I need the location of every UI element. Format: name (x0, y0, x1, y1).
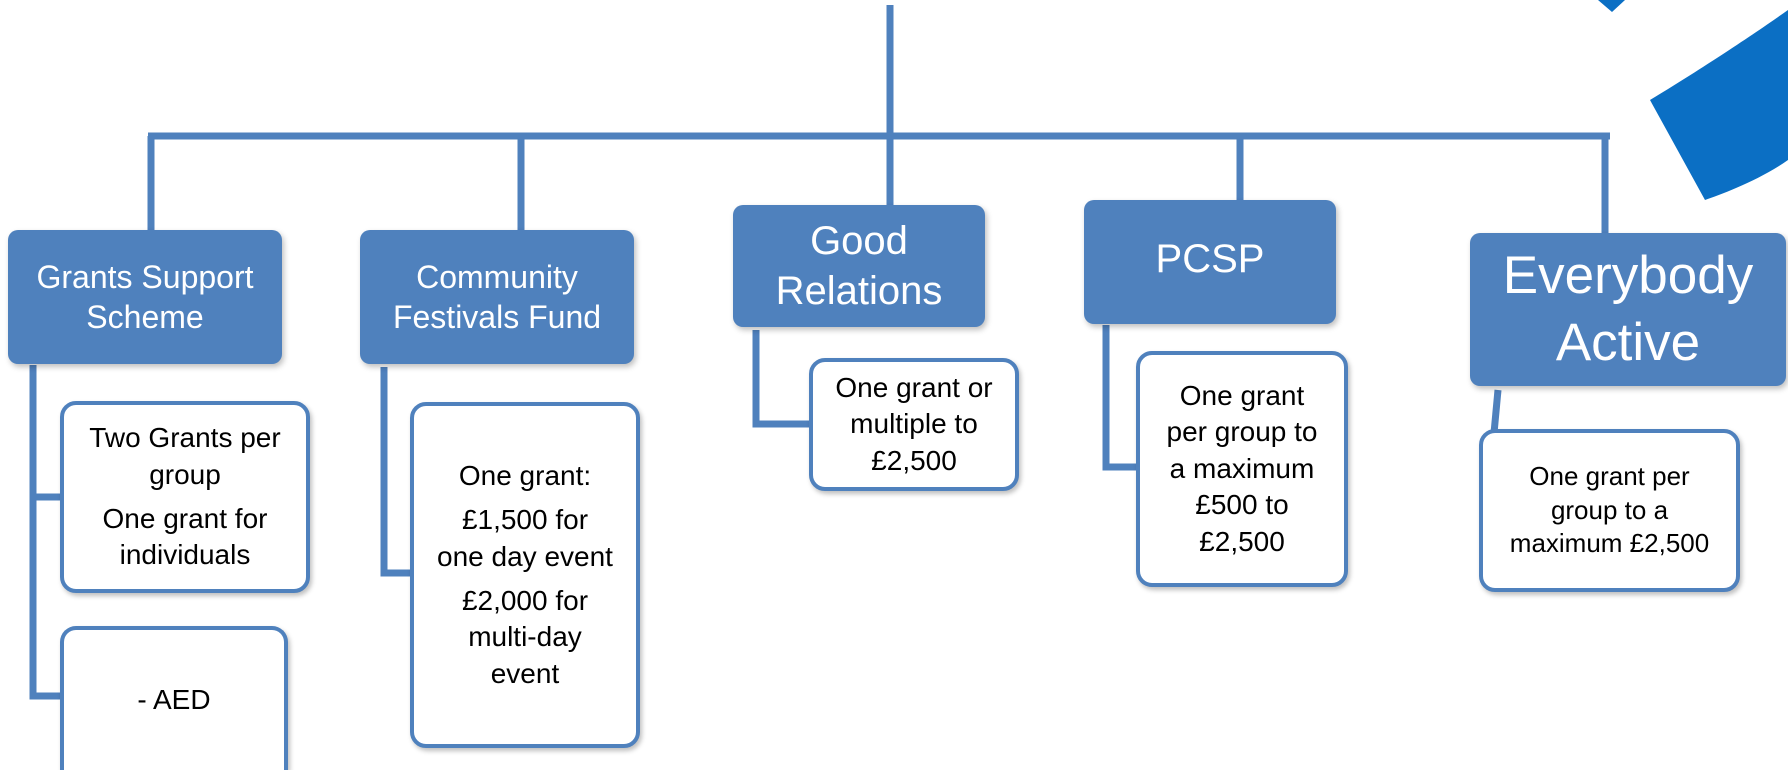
category-box-community-festivals-fund: Community Festivals Fund (360, 230, 634, 364)
decorative-swoosh (1650, 10, 1788, 200)
card-text: One grant: (458, 459, 592, 491)
category-label: Everybody Active (1502, 246, 1754, 372)
category-label: Community Festivals Fund (392, 259, 602, 335)
card-text: £1,500 for one day event (437, 504, 613, 572)
category-box-pcsp: PCSP (1084, 200, 1336, 324)
card-text: One grant per group to a maximum £500 to… (1166, 380, 1318, 557)
category-box-everybody-active: Everybody Active (1470, 233, 1786, 386)
card-text: One grant or multiple to £2,500 (835, 371, 993, 476)
branch-line (752, 330, 812, 428)
category-label: Grants Support Scheme (36, 259, 254, 335)
detail-card: One grant: £1,500 for one day event £2,0… (410, 402, 640, 748)
detail-card: One grant or multiple to £2,500 (809, 358, 1019, 491)
card-text: Two Grants per group (89, 422, 281, 490)
card-text: - AED (137, 683, 211, 715)
branch-line (380, 367, 413, 577)
branch-line (29, 365, 60, 700)
detail-card: - AED (60, 626, 288, 770)
branch-line (1102, 325, 1138, 471)
category-label: PCSP (1155, 237, 1265, 281)
decorative-swoosh (1598, 0, 1625, 12)
category-label: Good Relations (775, 219, 943, 313)
card-text: One grant per group to a maximum £2,500 (1509, 460, 1710, 559)
detail-card: One grant per group to a maximum £500 to… (1136, 351, 1348, 587)
category-box-good-relations: Good Relations (733, 205, 985, 327)
card-text: One grant for individuals (102, 503, 268, 571)
category-box-grants-support-scheme: Grants Support Scheme (8, 230, 282, 364)
detail-card: One grant per group to a maximum £2,500 (1479, 429, 1740, 592)
detail-card: Two Grants per group One grant for indiv… (60, 401, 310, 593)
card-text: £2,000 for multi-day event (461, 585, 589, 689)
